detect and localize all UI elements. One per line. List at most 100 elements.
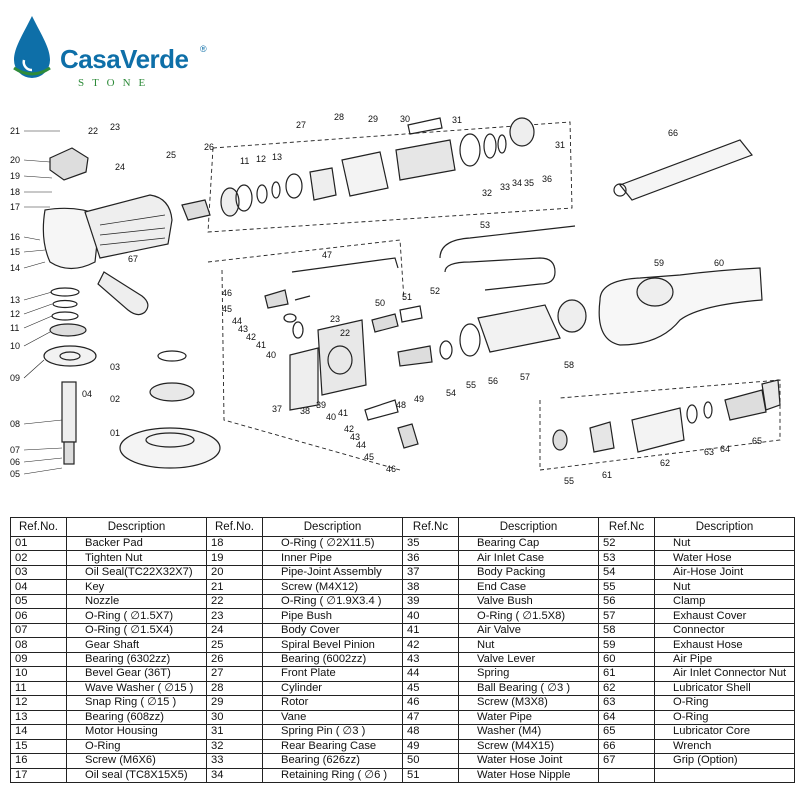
part-ref-cell: 55 xyxy=(598,579,655,595)
part-ref-cell: 18 xyxy=(206,535,263,552)
desc-header: Description xyxy=(458,517,599,537)
part-ref-cell: 33 xyxy=(206,753,263,769)
table-header-row: Ref.No. Description Ref.No. Description … xyxy=(10,517,795,537)
callout: 22 xyxy=(340,328,350,338)
part-ref-cell: 53 xyxy=(598,550,655,566)
part-ref-cell: 30 xyxy=(206,709,263,726)
part-desc-cell: Pipe Bush xyxy=(262,608,403,624)
part-desc-cell xyxy=(654,767,795,783)
part-ref-cell: 47 xyxy=(402,709,459,726)
part-desc-cell: Rotor xyxy=(262,695,403,711)
callout-labels: 21 22 23 20 19 18 17 16 15 14 13 12 11 1… xyxy=(10,112,762,486)
callout: 25 xyxy=(166,150,176,160)
part-ref-cell: 16 xyxy=(10,753,67,769)
part-ref-cell: 11 xyxy=(10,680,67,697)
part-desc-cell: Bearing (6002zz) xyxy=(262,651,403,668)
part-ref-cell: 35 xyxy=(402,535,459,552)
part-ref-cell: 17 xyxy=(10,767,67,783)
part-ref-cell: 44 xyxy=(402,666,459,682)
part-ref-cell: 05 xyxy=(10,593,67,610)
callout: 62 xyxy=(660,458,670,468)
part-desc-cell: Bearing (626zz) xyxy=(262,753,403,769)
part-desc-cell: Key xyxy=(66,579,207,595)
callout: 19 xyxy=(10,171,20,181)
callout: 31 xyxy=(452,115,462,125)
callout: 27 xyxy=(296,120,306,130)
part-desc-cell: Pipe-Joint Assembly xyxy=(262,564,403,581)
callout: 11 xyxy=(10,323,19,333)
callout: 58 xyxy=(564,360,574,370)
part-ref-cell: 15 xyxy=(10,738,67,755)
part-desc-cell: Wrench xyxy=(654,738,795,755)
parts-list-table: Ref.No. Description Ref.No. Description … xyxy=(10,517,795,783)
callout: 31 xyxy=(555,140,565,150)
brand-subtitle: STONE xyxy=(78,77,154,89)
part-desc-cell: Ball Bearing ( ∅3 ) xyxy=(458,680,599,697)
callout: 36 xyxy=(542,174,552,184)
callout: 52 xyxy=(430,286,440,296)
part-ref-cell: 52 xyxy=(598,535,655,552)
callout: 17 xyxy=(10,202,20,212)
callout: 21 xyxy=(10,126,20,136)
part-desc-cell: Nut xyxy=(458,637,599,653)
ref-header: Ref.Nc xyxy=(598,517,655,537)
part-ref-cell: 13 xyxy=(10,709,67,726)
callout: 12 xyxy=(10,309,20,319)
callout: 35 xyxy=(524,178,534,188)
callout: 09 xyxy=(10,373,20,383)
part-desc-cell: Exhaust Hose xyxy=(654,637,795,653)
brand-name: CasaVerde xyxy=(60,44,189,74)
part-desc-cell: Inner Pipe xyxy=(262,550,403,566)
callout: 39 xyxy=(316,400,326,410)
part-ref-cell: 37 xyxy=(402,564,459,581)
part-ref-cell: 01 xyxy=(10,535,67,552)
part-desc-cell: O-Ring xyxy=(66,738,207,755)
part-ref-cell: 36 xyxy=(402,550,459,566)
part-desc-cell: Air-Hose Joint xyxy=(654,564,795,581)
part-desc-cell: Snap Ring ( ∅15 ) xyxy=(66,695,207,711)
part-desc-cell: Valve Lever xyxy=(458,651,599,668)
callout: 10 xyxy=(10,341,20,351)
part-ref-cell: 27 xyxy=(206,666,263,682)
part-ref-cell: 39 xyxy=(402,593,459,610)
ref-header: Ref.No. xyxy=(206,517,263,537)
part-desc-cell: Clamp xyxy=(654,593,795,610)
part-ref-cell: 20 xyxy=(206,564,263,581)
desc-header: Description xyxy=(654,517,795,537)
callout: 04 xyxy=(82,389,92,399)
ref-header: Ref.No. xyxy=(10,517,67,537)
callout: 50 xyxy=(375,298,385,308)
callout: 24 xyxy=(115,162,125,172)
desc-header: Description xyxy=(66,517,207,537)
callout: 41 xyxy=(338,408,348,418)
part-ref-cell: 41 xyxy=(402,622,459,639)
part-desc-cell: Air Inlet Connector Nut xyxy=(654,666,795,682)
part-desc-cell: Vane xyxy=(262,709,403,726)
callout: 22 xyxy=(88,126,98,136)
callout: 37 xyxy=(272,404,282,414)
callout: 20 xyxy=(10,155,20,165)
callout: 14 xyxy=(10,263,20,273)
part-desc-cell: Connector xyxy=(654,622,795,639)
part-desc-cell: Valve Bush xyxy=(458,593,599,610)
callout: 55 xyxy=(466,380,476,390)
part-ref-cell: 38 xyxy=(402,579,459,595)
water-drop-icon xyxy=(13,16,51,78)
part-desc-cell: Air Inlet Case xyxy=(458,550,599,566)
callout: 47 xyxy=(322,250,332,260)
part-ref-cell: 51 xyxy=(402,767,459,783)
part-ref-cell: 65 xyxy=(598,724,655,740)
part-desc-cell: O-Ring xyxy=(654,709,795,726)
callout: 34 xyxy=(512,178,522,188)
part-desc-cell: Water Hose xyxy=(654,550,795,566)
part-ref-cell: 12 xyxy=(10,695,67,711)
part-ref-cell: 26 xyxy=(206,651,263,668)
callout: 41 xyxy=(256,340,266,350)
callout: 43 xyxy=(238,324,248,334)
